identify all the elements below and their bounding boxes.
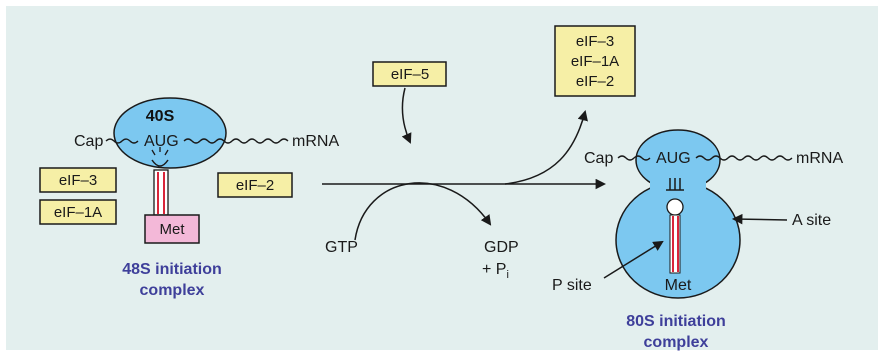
ribosome-joint-fill xyxy=(650,170,706,200)
codon-aug-label: AUG xyxy=(144,133,179,150)
caption-48s-line1: 48S initiation xyxy=(122,261,222,278)
caption-80s-line2: complex xyxy=(644,334,709,351)
released-eif3-label: eIF–3 xyxy=(576,33,614,50)
release-arrow xyxy=(504,109,588,185)
released-factors-box xyxy=(554,25,636,97)
factor-eif5-label: eIF–5 xyxy=(391,66,429,83)
met-label: Met xyxy=(159,221,185,238)
released-eif1a-label: eIF–1A xyxy=(571,53,619,70)
factor-eif2-left-label: eIF–2 xyxy=(236,177,274,194)
trna-anticodon xyxy=(151,159,169,167)
pi-subscript: i xyxy=(506,269,508,281)
eif5-arrow xyxy=(401,87,412,144)
pi-label: + Pi xyxy=(482,261,509,281)
a-site-pointer xyxy=(731,213,788,225)
mrna-label-right: mRNA xyxy=(796,150,843,167)
factor-eif3-left-label: eIF–3 xyxy=(59,172,97,189)
factor-eif1a-left-label: eIF–1A xyxy=(54,204,102,221)
factor-box-eif2-left xyxy=(217,172,293,198)
met-box xyxy=(144,214,200,244)
p-site-label: P site xyxy=(552,277,592,294)
trna-stem xyxy=(153,169,169,216)
gtp-hydrolysis-arrow xyxy=(354,182,492,241)
mrna-label: mRNA xyxy=(292,133,339,150)
a-site-label: A site xyxy=(792,212,831,229)
trna-anticodon-ticks xyxy=(151,147,169,156)
cap-label: Cap xyxy=(74,133,103,150)
met-label-right: Met xyxy=(665,277,692,294)
gdp-label: GDP xyxy=(484,239,519,256)
ribosome-40s xyxy=(113,97,227,169)
center-reaction: eIF–5 eIF–3 eIF–1A eIF–2 GTP GDP + Pi xyxy=(322,25,636,281)
p-site-pointer xyxy=(603,240,664,279)
right-complex: Cap AUG mRNA Met A site P site 80S initi… xyxy=(552,129,843,351)
left-complex: 40S Cap AUG mRNA Met eIF–3 eIF–1A eIF–2 … xyxy=(39,97,339,299)
codon-aug-right-label: AUG xyxy=(656,150,691,167)
trna-stem-right xyxy=(669,214,681,274)
factor-box-eif3-left xyxy=(39,167,117,193)
mrna-strand-left-b xyxy=(183,138,289,144)
caption-48s-line2: complex xyxy=(140,282,205,299)
pi-main: + P xyxy=(482,261,506,278)
mrna-strand-left-a xyxy=(105,138,139,144)
cap-label-right: Cap xyxy=(584,150,613,167)
gtp-label: GTP xyxy=(325,239,358,256)
caption-80s-line1: 80S initiation xyxy=(626,313,726,330)
background-panel xyxy=(6,6,878,350)
trna-loop-right xyxy=(666,198,684,216)
subunit-40s-label: 40S xyxy=(146,108,175,125)
factor-box-eif5 xyxy=(372,61,447,87)
released-eif2-label: eIF–2 xyxy=(576,73,614,90)
mrna-strand-right-b xyxy=(695,155,793,161)
trna-anticodon-right xyxy=(669,178,681,190)
factor-box-eif1a-left xyxy=(39,199,117,225)
mrna-strand-right-a xyxy=(617,155,651,161)
